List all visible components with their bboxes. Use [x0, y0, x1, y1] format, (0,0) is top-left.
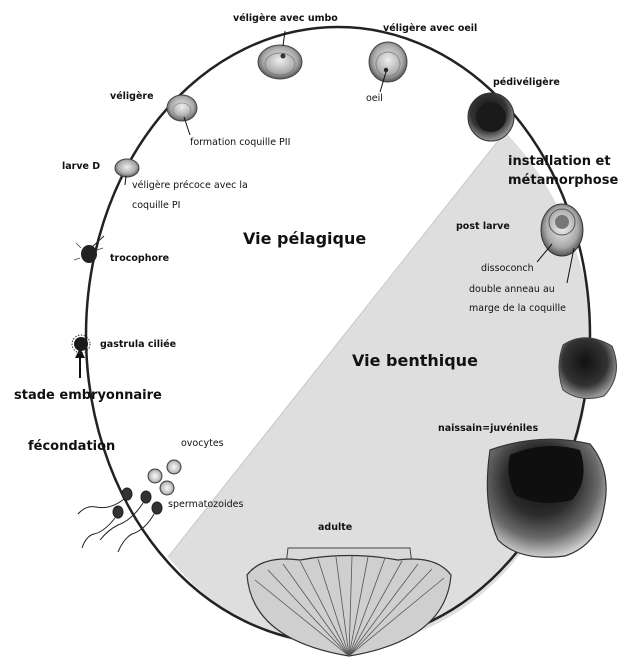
post-larva-shell [541, 204, 583, 256]
label-veliger: véligère [110, 92, 154, 102]
label-pediveliger: pédivéligère [493, 78, 560, 88]
trochophore-larva [74, 236, 104, 263]
veliger-eye-shell [369, 42, 407, 82]
label-shell-formation: formation coquille PII [190, 138, 290, 148]
label-spermatozoa: spermatozoides [168, 500, 243, 510]
spermatozoa [78, 488, 162, 552]
label-trochophore: trocophore [110, 254, 169, 264]
label-juveniles: naissain=juvéniles [438, 424, 538, 434]
label-settlement-1: installation et [508, 155, 611, 169]
veliger-shell [167, 95, 197, 121]
label-veliger-umbo: véligère avec umbo [233, 14, 338, 24]
label-pelagic-life: Vie pélagique [243, 230, 366, 248]
gastrula-embryo [72, 335, 90, 353]
veliger-umbo-shell [258, 45, 302, 79]
label-fertilization: fécondation [28, 440, 115, 454]
pediveliger-shell [468, 93, 514, 141]
label-early-veliger-2: coquille PI [132, 201, 180, 211]
early-spat-shell [559, 338, 617, 399]
label-double-ring-2: marge de la coquille [469, 304, 566, 314]
label-oocytes: ovocytes [181, 439, 224, 449]
label-gastrula: gastrula ciliée [100, 340, 176, 350]
label-eye: oeil [366, 94, 383, 104]
label-adult: adulte [318, 523, 352, 533]
label-embryonic-stage: stade embryonnaire [14, 389, 162, 403]
label-early-veliger-1: véligère précoce avec la [132, 181, 248, 191]
larva-d-shell [115, 159, 139, 177]
label-settlement-2: métamorphose [508, 174, 618, 188]
label-dissoconch: dissoconch [481, 264, 534, 274]
label-post-larva: post larve [456, 222, 510, 232]
label-veliger-eye: véligère avec oeil [383, 24, 477, 34]
oocytes [148, 460, 181, 495]
adult-scallop [247, 548, 451, 656]
label-larva-d: larve D [62, 162, 100, 172]
label-benthic-life: Vie benthique [352, 352, 478, 370]
label-double-ring-1: double anneau au [469, 285, 555, 295]
juvenile-shell [487, 439, 606, 557]
